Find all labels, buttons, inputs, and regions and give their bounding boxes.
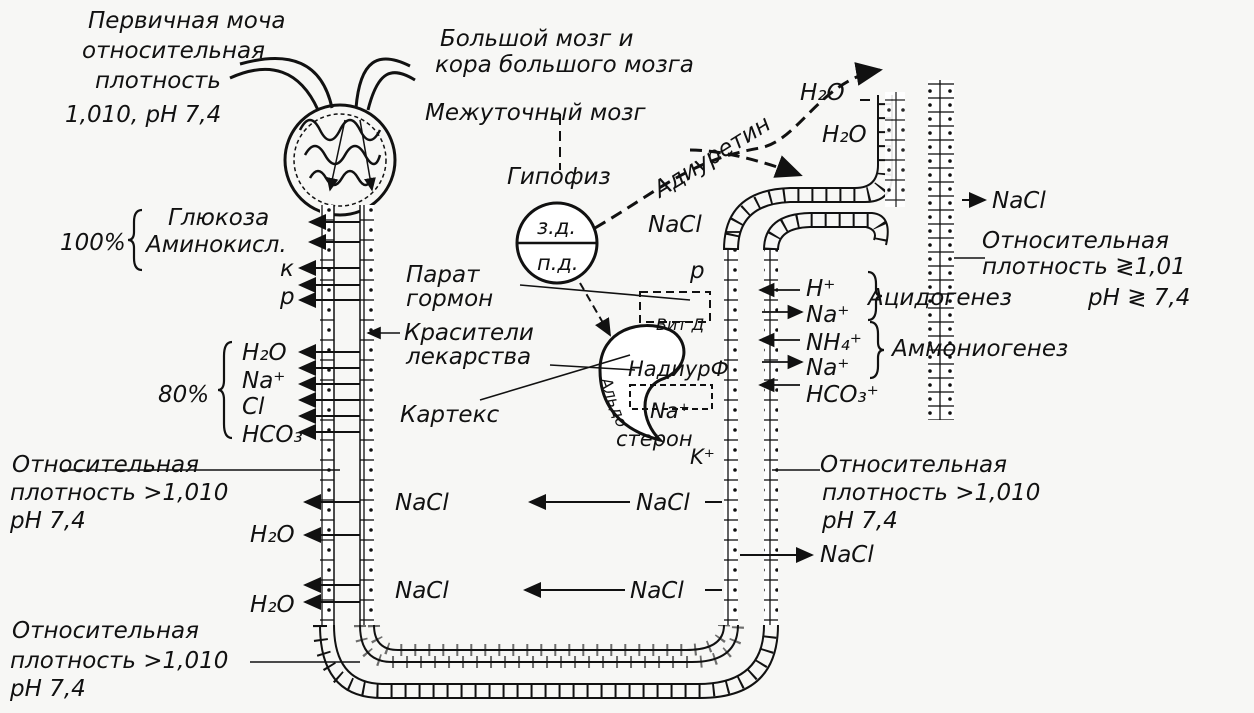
na-right-2: Na⁺	[806, 355, 849, 381]
nh4-label: NH₄⁺	[806, 330, 862, 356]
vitd-label: Вит Д	[656, 315, 704, 334]
na-right-1: Na⁺	[806, 302, 849, 328]
rel-density-right: Относительная	[820, 452, 1007, 478]
nadiur-label: НадиурФ	[628, 357, 729, 381]
proximal-tubule-inner-wall	[360, 205, 374, 625]
parathormone-label-1: Парат	[406, 262, 480, 288]
density-left-1: плотность >1,010	[10, 480, 228, 506]
ph-right: pH 7,4	[821, 508, 898, 534]
drugs-label: лекарства	[405, 344, 531, 370]
adrenal-cortex	[598, 324, 686, 443]
h2o-left-label: H₂O	[242, 340, 287, 366]
hco3-right-label: HCO₃⁺	[806, 382, 879, 408]
nacl-loop-3: NaCl	[395, 578, 449, 604]
aminoacids-label: Аминокисл.	[144, 232, 287, 258]
dyes-label: Красители	[404, 320, 534, 346]
hypophysis-label: Гипофиз	[507, 164, 611, 190]
cl-left-label: Cl	[242, 394, 265, 420]
hypophysis	[515, 201, 599, 285]
density-top-label: плотность	[95, 68, 221, 94]
hco3-left-label: HCO₃	[242, 422, 303, 448]
glucose-label: Глюкоза	[168, 205, 269, 231]
distal-tubule-wall	[724, 250, 738, 625]
pct80-label: 80%	[158, 382, 209, 408]
distal-tubule-inner-wall	[764, 250, 778, 625]
nacl-distal-label: NaCl	[648, 212, 702, 238]
cortex-label: Картекс	[400, 402, 499, 428]
h2o-top-label: H₂O	[800, 80, 845, 106]
ph-left-2: pH 7,4	[9, 676, 86, 702]
density-left-2: плотность >1,010	[10, 648, 228, 674]
h-plus-label: H⁺	[806, 276, 835, 302]
p-right-label: р	[689, 258, 705, 284]
primary-values-label: 1,010, pH 7,4	[65, 102, 221, 128]
density-collect: плотность ≷1,01	[982, 254, 1186, 280]
acidogenesis-label: Ацидогенез	[866, 285, 1012, 311]
left-arrows	[298, 214, 360, 610]
k-small-label: к	[280, 256, 294, 282]
h2o-mid-label: H₂O	[822, 122, 867, 148]
density-right: плотность >1,010	[822, 480, 1040, 506]
posterior-lobe-label: п.д.	[537, 251, 579, 275]
pct100-label: 100%	[60, 230, 126, 256]
rel-density-left-2: Относительная	[12, 618, 199, 644]
parathormone-label-2: гормон	[406, 286, 493, 312]
ammoniogenesis-label: Аммониогенез	[890, 336, 1068, 362]
loop-cells	[313, 624, 777, 697]
cerebrum-label-2: кора большого мозга	[435, 52, 694, 78]
rel-density-left-1: Относительная	[12, 452, 199, 478]
nacl-right-label: NaCl	[820, 542, 874, 568]
k-plus-label: K⁺	[690, 445, 715, 469]
diencephalon-label: Межуточный мозг	[425, 100, 646, 126]
rel-density-top-label: относительная	[82, 38, 265, 64]
p-small-label: р	[279, 284, 295, 310]
primary-urine-label: Первичная моча	[88, 8, 286, 34]
nacl-loop-1: NaCl	[395, 490, 449, 516]
glomerulus	[229, 57, 416, 217]
nacl-loop-2: NaCl	[636, 490, 690, 516]
na-small-label: Na⁺	[650, 399, 690, 423]
adiuretin-label: Адиуретин	[648, 111, 776, 204]
nacl-collect-label: NaCl	[992, 188, 1046, 214]
h2o-left-3: H₂O	[250, 592, 295, 618]
rel-density-collect: Относительная	[982, 228, 1169, 254]
cerebrum-label-1: Большой мозг и	[440, 26, 634, 52]
h2o-left-2: H₂O	[250, 522, 295, 548]
aldosterone-label-2: стерон	[616, 427, 693, 451]
collecting-duct	[928, 80, 954, 420]
na-left-label: Na⁺	[242, 368, 285, 394]
right-arrows	[725, 99, 987, 393]
ph-collect-label: pH ≷ 7,4	[1087, 285, 1190, 311]
anterior-lobe-label: з.д.	[537, 215, 576, 239]
nacl-loop-4: NaCl	[630, 578, 684, 604]
ph-left-1: pH 7,4	[9, 508, 86, 534]
